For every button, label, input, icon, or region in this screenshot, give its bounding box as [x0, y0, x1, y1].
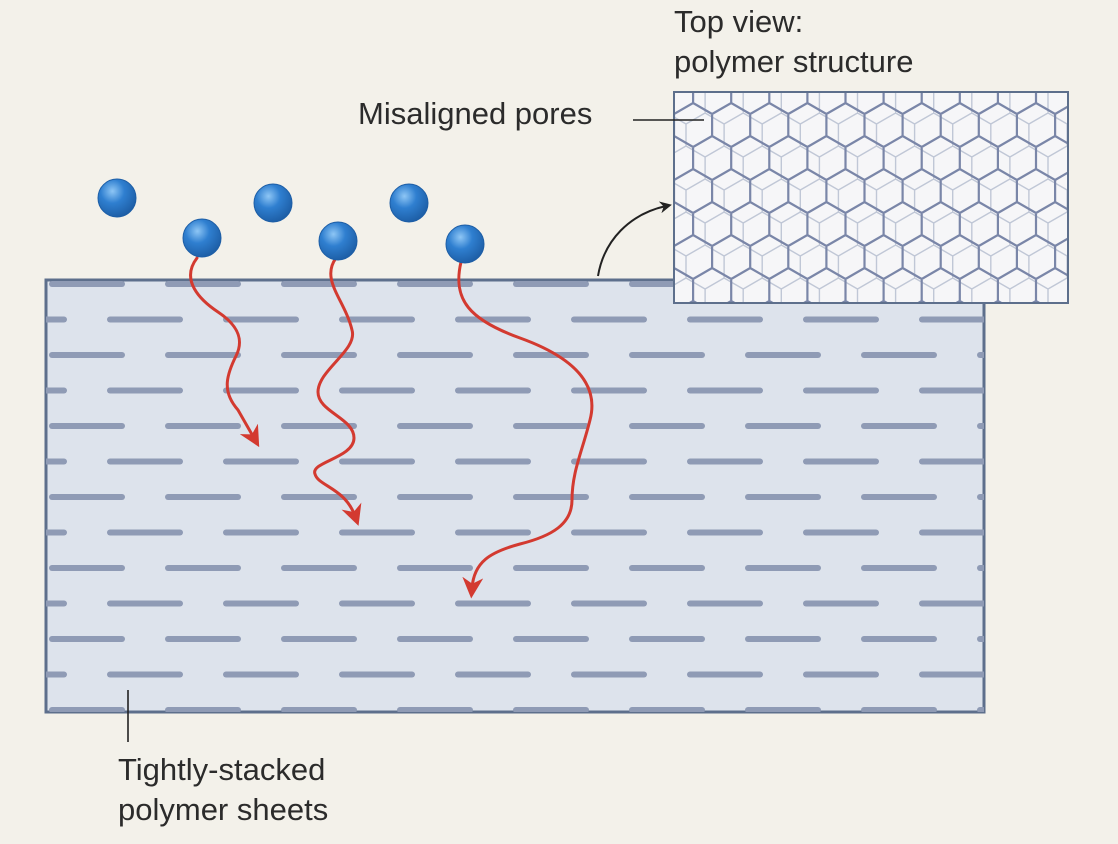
- molecule-icon: [97, 178, 137, 218]
- diffusion-path-arrow: [189, 256, 260, 448]
- lattice-layer: [674, 92, 1068, 303]
- molecule-icon: [253, 183, 293, 223]
- stacked-sheets-label: Tightly-stacked polymer sheets: [118, 750, 328, 830]
- callout-arrow-icon: [597, 201, 672, 277]
- misaligned-pores-label: Misaligned pores: [358, 96, 593, 131]
- diffusion-paths: [189, 256, 594, 599]
- hexagonal-lattice: [674, 92, 1068, 303]
- molecules: [97, 178, 485, 264]
- top-view-label-line1: Top view:: [674, 4, 804, 39]
- molecule-icon: [318, 221, 358, 261]
- molecule-icon: [389, 183, 429, 223]
- top-view-label-line2: polymer structure: [674, 44, 914, 79]
- molecule-icon: [445, 224, 485, 264]
- top-view-inset: [673, 91, 1069, 304]
- top-view-label: Top view: polymer structure: [674, 2, 913, 82]
- membrane-block: [44, 278, 986, 714]
- molecule-icon: [182, 218, 222, 258]
- stacked-sheets-label-line2: polymer sheets: [118, 792, 329, 827]
- stacked-sheets-label-line1: Tightly-stacked: [118, 752, 326, 787]
- diffusion-path-arrow: [313, 256, 362, 526]
- lattice-layer: [674, 92, 1068, 303]
- diffusion-path-arrow: [457, 260, 594, 599]
